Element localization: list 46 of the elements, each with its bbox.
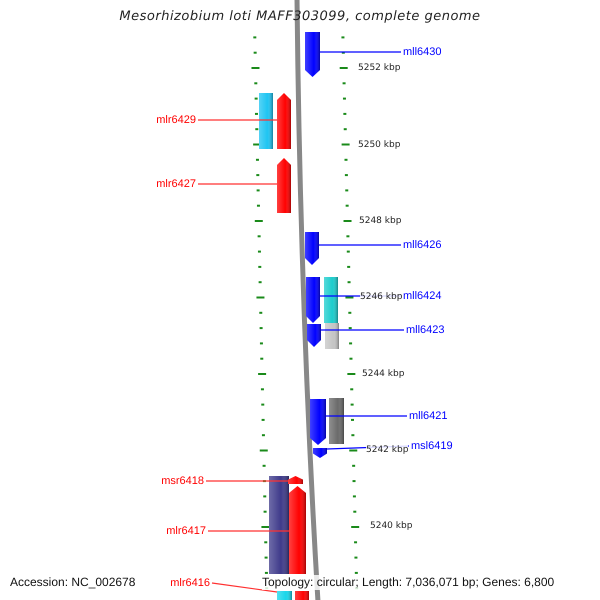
gene-label: msr6418 [152, 474, 204, 488]
gene-block [277, 93, 291, 149]
gene-block [313, 448, 327, 458]
footer-text: Topology: circular; Length: 7,036,071 bp; Genes: 6,800 [262, 575, 554, 590]
gene-label: mlr6417 [156, 524, 206, 538]
leader-line [198, 119, 277, 121]
leader-line [319, 244, 401, 246]
gene-block [289, 486, 306, 574]
leader-line [321, 329, 404, 331]
gene-label: mlr6429 [146, 113, 196, 127]
leader-line [212, 582, 278, 593]
gene-bar [325, 323, 339, 349]
gene-bar [277, 591, 292, 600]
gene-bar [329, 398, 344, 444]
scale-label: 5240 kbp [370, 521, 412, 532]
scale-label: 5244 kbp [362, 369, 404, 380]
scale-label: 5252 kbp [358, 63, 400, 74]
leader-line [208, 530, 289, 532]
gene-bar [269, 476, 289, 574]
gene-label: mll6424 [403, 289, 451, 303]
gene-label: mlr6427 [146, 177, 196, 191]
gene-label: mll6421 [409, 409, 457, 423]
gene-label: mll6426 [403, 238, 451, 252]
gene-label: mlr6416 [160, 576, 210, 590]
scale-label: 5250 kbp [358, 140, 400, 151]
gene-block [307, 324, 321, 347]
gene-label: mll6430 [403, 45, 451, 59]
gene-label: msl6419 [411, 439, 459, 453]
gene-block [305, 232, 319, 265]
gene-bar [259, 93, 273, 149]
diagram-title: Mesorhizobium loti MAFF303099, complete genome [119, 9, 481, 25]
leader-line [320, 51, 401, 53]
gene-bar [324, 277, 338, 323]
scale-label: 5248 kbp [359, 216, 402, 227]
footer-text: Accession: NC_002678 [10, 575, 136, 590]
leader-line [326, 415, 407, 417]
gene-block [310, 399, 326, 445]
gene-block [277, 158, 291, 213]
leader-line [198, 183, 277, 185]
gene-block [288, 476, 303, 484]
gene-label: mll6423 [406, 323, 454, 337]
gene-block [305, 32, 320, 77]
scale-label: 5246 kbp [360, 292, 402, 303]
scale-label: 5242 kbp [366, 445, 408, 456]
gene-bar [295, 591, 309, 600]
leader-line [206, 480, 288, 482]
